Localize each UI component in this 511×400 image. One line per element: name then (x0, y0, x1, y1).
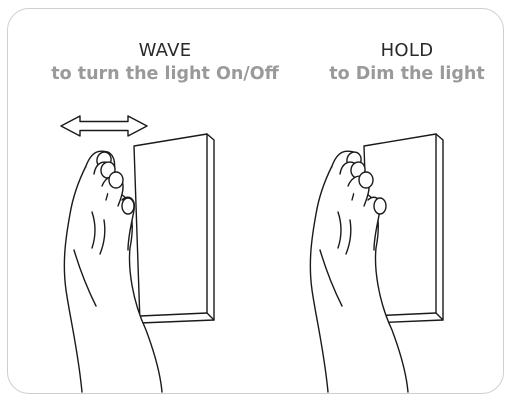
left-right-arrow-icon (61, 116, 147, 136)
light-switch-plate-icon (134, 134, 214, 323)
